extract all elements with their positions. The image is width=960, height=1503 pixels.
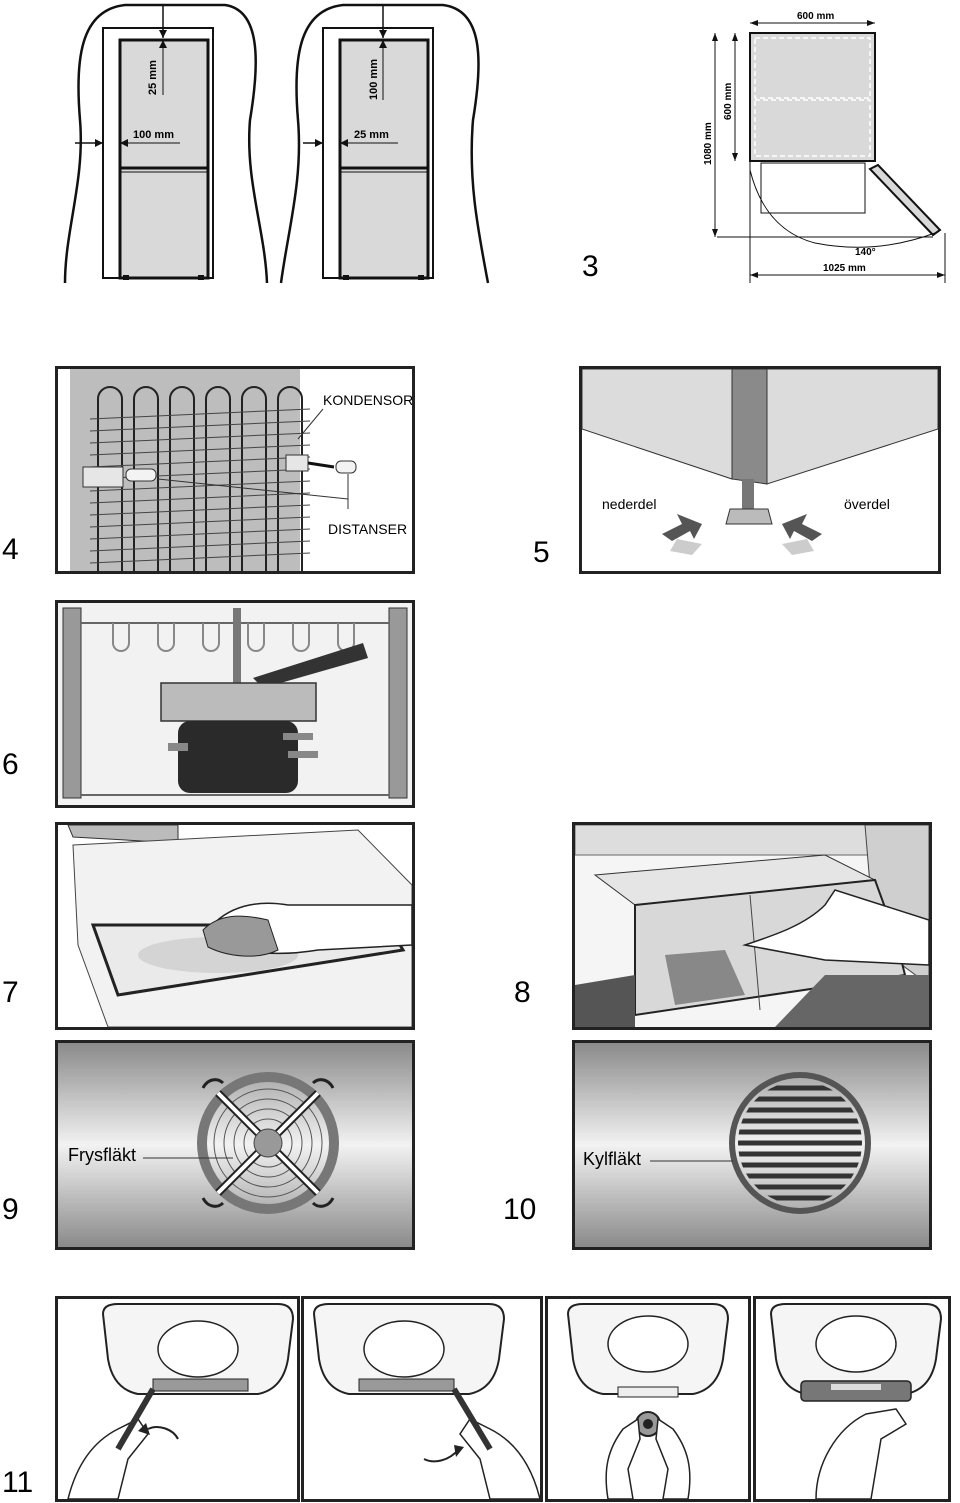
figure-number-6: 6 [2,748,19,781]
lamp-bulb-step-3 [548,1299,748,1499]
figure-5-legs: nederdel överdel [579,366,941,574]
freezer-fan-label: Frysfläkt [68,1145,136,1165]
drawer-drawing [575,825,929,1027]
figure-10-fridge-fan: Kylfläkt [572,1040,932,1250]
fig3-right-side-gap: 25 mm [354,129,389,141]
fig3-plan-span: 1025 mm [823,263,866,274]
lower-part-label: nederdel [602,496,657,512]
figure-number-4: 4 [2,533,19,566]
figure-number-9: 9 [2,1193,19,1226]
fridge-clearance-drawing-right: 100 mm 25 mm [279,3,490,284]
fig3-left-top-gap: 25 mm [147,60,159,95]
fig3-right-top-gap: 100 mm [368,59,380,100]
cleaning-drawing [58,825,412,1027]
freezer-fan-drawing: Frysfläkt [58,1043,412,1247]
compressor-drawing [58,603,412,805]
figure-9-freezer-fan: Frysfläkt [55,1040,415,1250]
lamp-cover-step-1 [58,1299,297,1499]
fridge-fan-label: Kylfläkt [583,1149,641,1169]
figure-number-10: 10 [503,1193,537,1226]
figure-3-plan: 600 mm 600 mm 1080 mm 140° 1025 mm [695,5,950,290]
adjustable-legs-drawing: nederdel överdel [582,369,938,571]
figure-11-step-1 [55,1296,300,1502]
lamp-cover-step-2 [304,1299,540,1499]
figure-11-step-4 [753,1296,951,1502]
fig3-left-side-gap: 100 mm [133,129,174,141]
figure-number-7: 7 [2,976,19,1009]
figure-11-step-2 [301,1296,543,1502]
upper-part-label: överdel [844,496,890,512]
figure-number-3: 3 [582,250,599,283]
figure-number-11: 11 [2,1466,34,1499]
lamp-cover-step-4 [756,1299,948,1499]
figure-3-left: 25 mm 100 mm [55,0,270,285]
figure-4-condenser: KONDENSOR DISTANSER [55,366,415,574]
figure-7-cleaning [55,822,415,1030]
fig3-plan-angle: 140° [855,247,876,258]
figure-8-drawer [572,822,932,1030]
figure-6-compressor [55,600,415,808]
figure-3-middle: 100 mm 25 mm [278,0,493,285]
fig3-plan-depth-open: 1080 mm [703,122,714,165]
fridge-clearance-drawing-left: 25 mm 100 mm [63,3,269,284]
figure-11-step-3 [545,1296,751,1502]
door-swing-plan-drawing: 600 mm 600 mm 1080 mm 140° 1025 mm [703,11,946,283]
condenser-drawing: KONDENSOR DISTANSER [58,369,412,571]
fig3-plan-depth: 600 mm [723,83,734,120]
figure-number-8: 8 [514,976,531,1009]
spacers-label: DISTANSER [328,521,407,537]
condenser-label: KONDENSOR [323,392,412,408]
figure-number-5: 5 [533,536,550,569]
fig3-plan-width: 600 mm [797,11,834,22]
fridge-fan-drawing: Kylfläkt [575,1043,929,1247]
